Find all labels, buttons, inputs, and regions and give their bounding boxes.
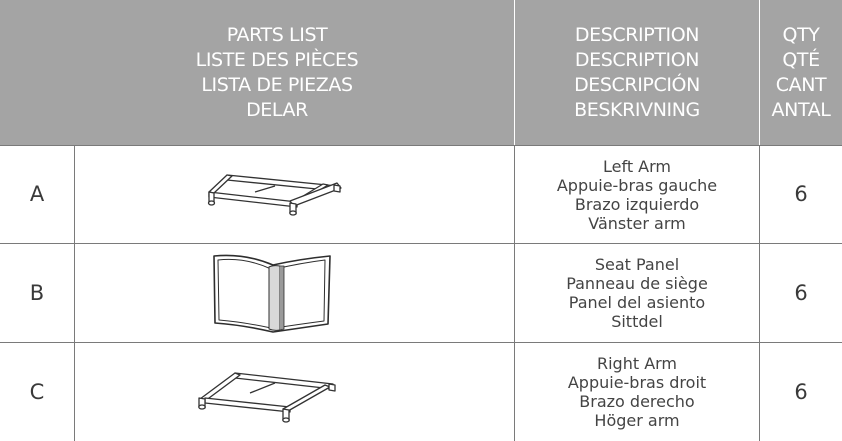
column-divider [759,145,760,441]
desc-en: Right Arm [596,354,678,373]
desc-es: Brazo izquierdo [574,194,700,214]
header-qty-sv: ANTAL [771,98,831,121]
row-qty: 6 [794,281,808,305]
desc-fr: Appuie-bras gauche [556,175,718,195]
header-desc-sv: BESKRIVNING [574,98,700,121]
desc-es: Panel del asiento [568,293,706,312]
row-qty: 6 [794,380,808,404]
row-letter: C [29,380,45,404]
left-arm-frame-icon [207,174,342,216]
desc-en: Seat Panel [594,255,680,274]
desc-sv: Höger arm [594,411,680,430]
desc-fr: Appuie-bras droit [567,373,707,392]
right-arm-frame-icon [198,372,336,423]
header-parts-list: PARTS LIST LISTE DES PIÈCES LISTA DE PIE… [0,0,514,145]
header-qty-en: QTY [782,23,820,46]
part-image-a [75,146,515,243]
desc-es: Brazo derecho [579,392,695,411]
desc-en: Left Arm [602,156,671,176]
row-divider [0,145,842,146]
desc-fr: Panneau de siège [566,274,708,293]
header-parts-es: LISTA DE PIEZAS [201,73,353,96]
row-description: Left Arm Appuie-bras gauche Brazo izquie… [515,146,759,243]
header-parts-en: PARTS LIST [226,23,328,46]
row-divider [0,243,842,244]
column-divider [74,145,75,441]
desc-sv: Vänster arm [588,213,686,233]
header-divider [759,0,760,145]
part-image-c [75,343,515,441]
header-description: DESCRIPTION DESCRIPTION DESCRIPCIÓN BESK… [515,0,759,145]
column-divider [514,145,515,441]
row-letter: B [29,281,45,305]
row-description: Right Arm Appuie-bras droit Brazo derech… [515,343,759,441]
header-qty-es: CANT [775,73,827,96]
desc-sv: Sittdel [611,312,663,331]
header-desc-fr: DESCRIPTION [574,48,700,71]
row-letter: A [29,182,45,206]
header-desc-es: DESCRIPCIÓN [574,73,700,96]
header-qty-fr: QTÉ [782,48,820,71]
header-divider [514,0,515,145]
header-qty: QTY QTÉ CANT ANTAL [760,0,842,145]
seat-panel-icon [213,254,331,333]
row-divider [0,342,842,343]
header-desc-en: DESCRIPTION [574,23,700,46]
header-parts-sv: DELAR [246,98,308,121]
header-parts-fr: LISTE DES PIÈCES [195,48,359,71]
row-qty: 6 [794,182,808,206]
row-description: Seat Panel Panneau de siège Panel del as… [515,244,759,342]
part-image-b [75,244,515,342]
